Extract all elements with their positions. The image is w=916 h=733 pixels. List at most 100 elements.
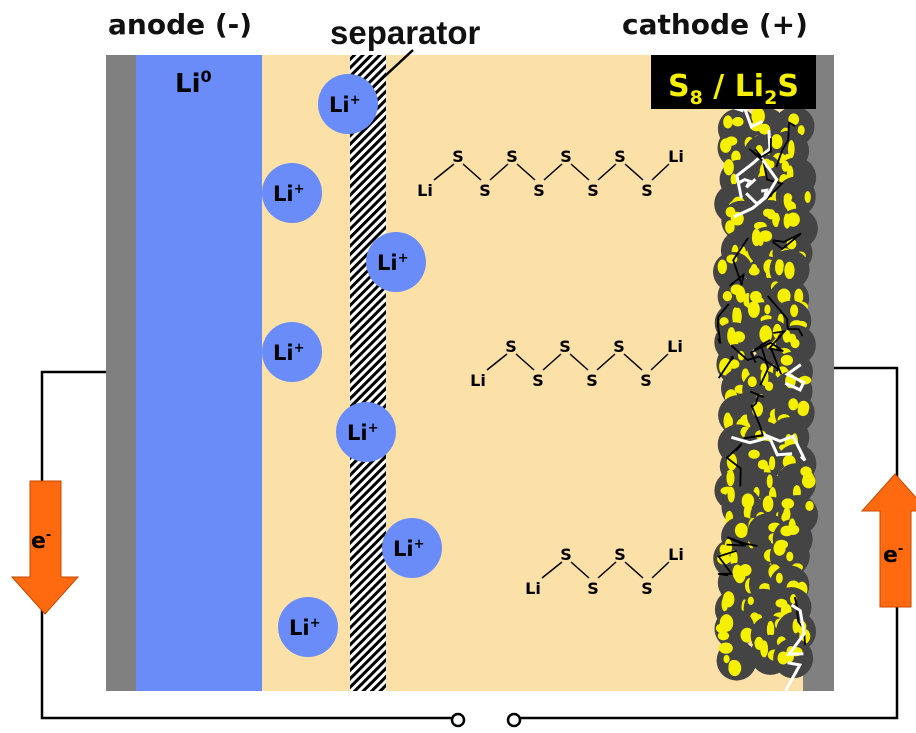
anode-current-collector — [106, 55, 136, 691]
sulfur-particle — [787, 140, 795, 159]
binder-strand — [761, 432, 807, 462]
lithium-atom-label: Li — [667, 337, 683, 356]
binder-strand — [733, 155, 779, 219]
sulfur-particle — [727, 327, 736, 345]
anode-material-label: Li0 — [175, 67, 212, 99]
sulfur-particle — [805, 500, 814, 511]
binder-strand — [737, 177, 757, 189]
binder-strand — [779, 661, 803, 705]
sulfur-atom-label: S — [641, 579, 653, 598]
lithium-ion: Li+ — [278, 597, 338, 657]
lithium-ion: Li+ — [262, 163, 322, 223]
sulfur-particle — [775, 572, 783, 584]
sulfur-atom-label: S — [532, 371, 544, 390]
sulfur-particle — [788, 398, 799, 411]
sulfur-atom-label: S — [560, 147, 572, 166]
sulfur-particle — [728, 359, 740, 369]
sulfur-atom-label: S — [614, 545, 626, 564]
sulfur-particle — [715, 623, 729, 634]
sulfur-atom-label: S — [479, 181, 491, 200]
lithium-ion-label: Li+ — [289, 616, 321, 640]
sulfur-particle — [735, 286, 746, 303]
lithium-ion-label: Li+ — [377, 251, 409, 275]
sulfur-particle — [758, 123, 771, 135]
sulfur-particle — [724, 538, 733, 556]
cathode-material-label: S8 / Li2S — [668, 69, 799, 109]
sulfur-particle — [717, 259, 728, 275]
sulfur-particle — [757, 234, 764, 246]
binder-strand — [784, 363, 806, 392]
sulfur-atom-label: S — [614, 147, 626, 166]
sulfur-particle — [788, 113, 800, 126]
sulfur-particle — [732, 116, 744, 127]
binder-strand — [725, 443, 743, 487]
binder-strand — [786, 603, 806, 656]
sulfur-particle — [764, 304, 771, 315]
sulfur-atom-label: S — [587, 181, 599, 200]
sulfur-particle — [717, 631, 730, 641]
sulfur-particle — [774, 259, 784, 276]
sulfur-particle — [772, 212, 780, 227]
sulfur-particle — [732, 331, 746, 343]
sulfur-particle — [725, 206, 736, 218]
sulfur-atom-label: S — [586, 371, 598, 390]
separator-pointer — [371, 49, 414, 89]
sulfur-particle — [747, 376, 757, 388]
lithium-ion-label: Li+ — [329, 93, 361, 117]
sulfur-particle — [781, 160, 790, 172]
sulfur-particle — [718, 642, 733, 654]
sulfur-particle — [762, 495, 774, 512]
sulfur-particle — [775, 598, 788, 608]
sulfur-particle — [797, 125, 805, 136]
binder-strand — [775, 121, 796, 168]
binder-strand — [717, 303, 730, 344]
sulfur-atom-label: S — [613, 337, 625, 356]
svg-text:e-: e- — [883, 542, 903, 568]
sulfur-particle — [759, 325, 773, 344]
binder-strand — [749, 341, 784, 363]
lithium-ion: Li+ — [336, 402, 396, 462]
sulfur-particle — [739, 564, 752, 577]
sulfur-particle — [734, 216, 744, 226]
sulfur-particle — [733, 307, 742, 326]
lithium-ion: Li+ — [382, 518, 442, 578]
sulfur-atom-label: S — [560, 545, 572, 564]
lithium-ion-label: Li+ — [347, 421, 379, 445]
sulfur-particle — [786, 212, 800, 227]
cathode-label-box — [651, 55, 816, 109]
sulfur-particle — [790, 304, 799, 318]
sulfur-particle — [797, 405, 809, 417]
sulfur-particle — [723, 159, 734, 176]
sulfur-particle — [719, 317, 729, 327]
sulfur-particle — [777, 288, 791, 304]
sulfur-particle — [790, 593, 797, 605]
sulfur-particle — [760, 640, 769, 658]
lithium-atom-label: Li — [525, 579, 541, 598]
anode-title: anode (-) — [108, 8, 253, 41]
sulfur-particle — [734, 522, 748, 539]
sulfur-particle — [725, 136, 738, 146]
sulfur-atom-label: S — [533, 181, 545, 200]
svg-text:e-: e- — [31, 528, 51, 554]
binder-strand — [726, 536, 758, 547]
sulfur-particle — [747, 596, 754, 605]
separator — [350, 55, 386, 691]
sulfur-particle — [766, 620, 775, 639]
sulfur-particle — [781, 498, 795, 509]
sulfur-particle — [740, 627, 754, 643]
binder-strand — [754, 339, 771, 386]
sulfur-particle — [726, 416, 733, 428]
sulfur-particle — [741, 493, 755, 509]
lithium-ion: Li+ — [262, 322, 322, 382]
sulfur-particle — [766, 474, 773, 489]
sulfur-atom-label: S — [505, 337, 517, 356]
binder-strand — [771, 232, 802, 251]
electron-arrow-right: e- — [860, 473, 916, 608]
lithium-ion: Li+ — [318, 74, 378, 134]
sulfur-particle — [750, 263, 758, 276]
sulfur-particle — [727, 486, 735, 503]
terminal-left — [450, 712, 466, 728]
binder-strand — [766, 295, 804, 337]
sulfur-atom-label: S — [506, 147, 518, 166]
